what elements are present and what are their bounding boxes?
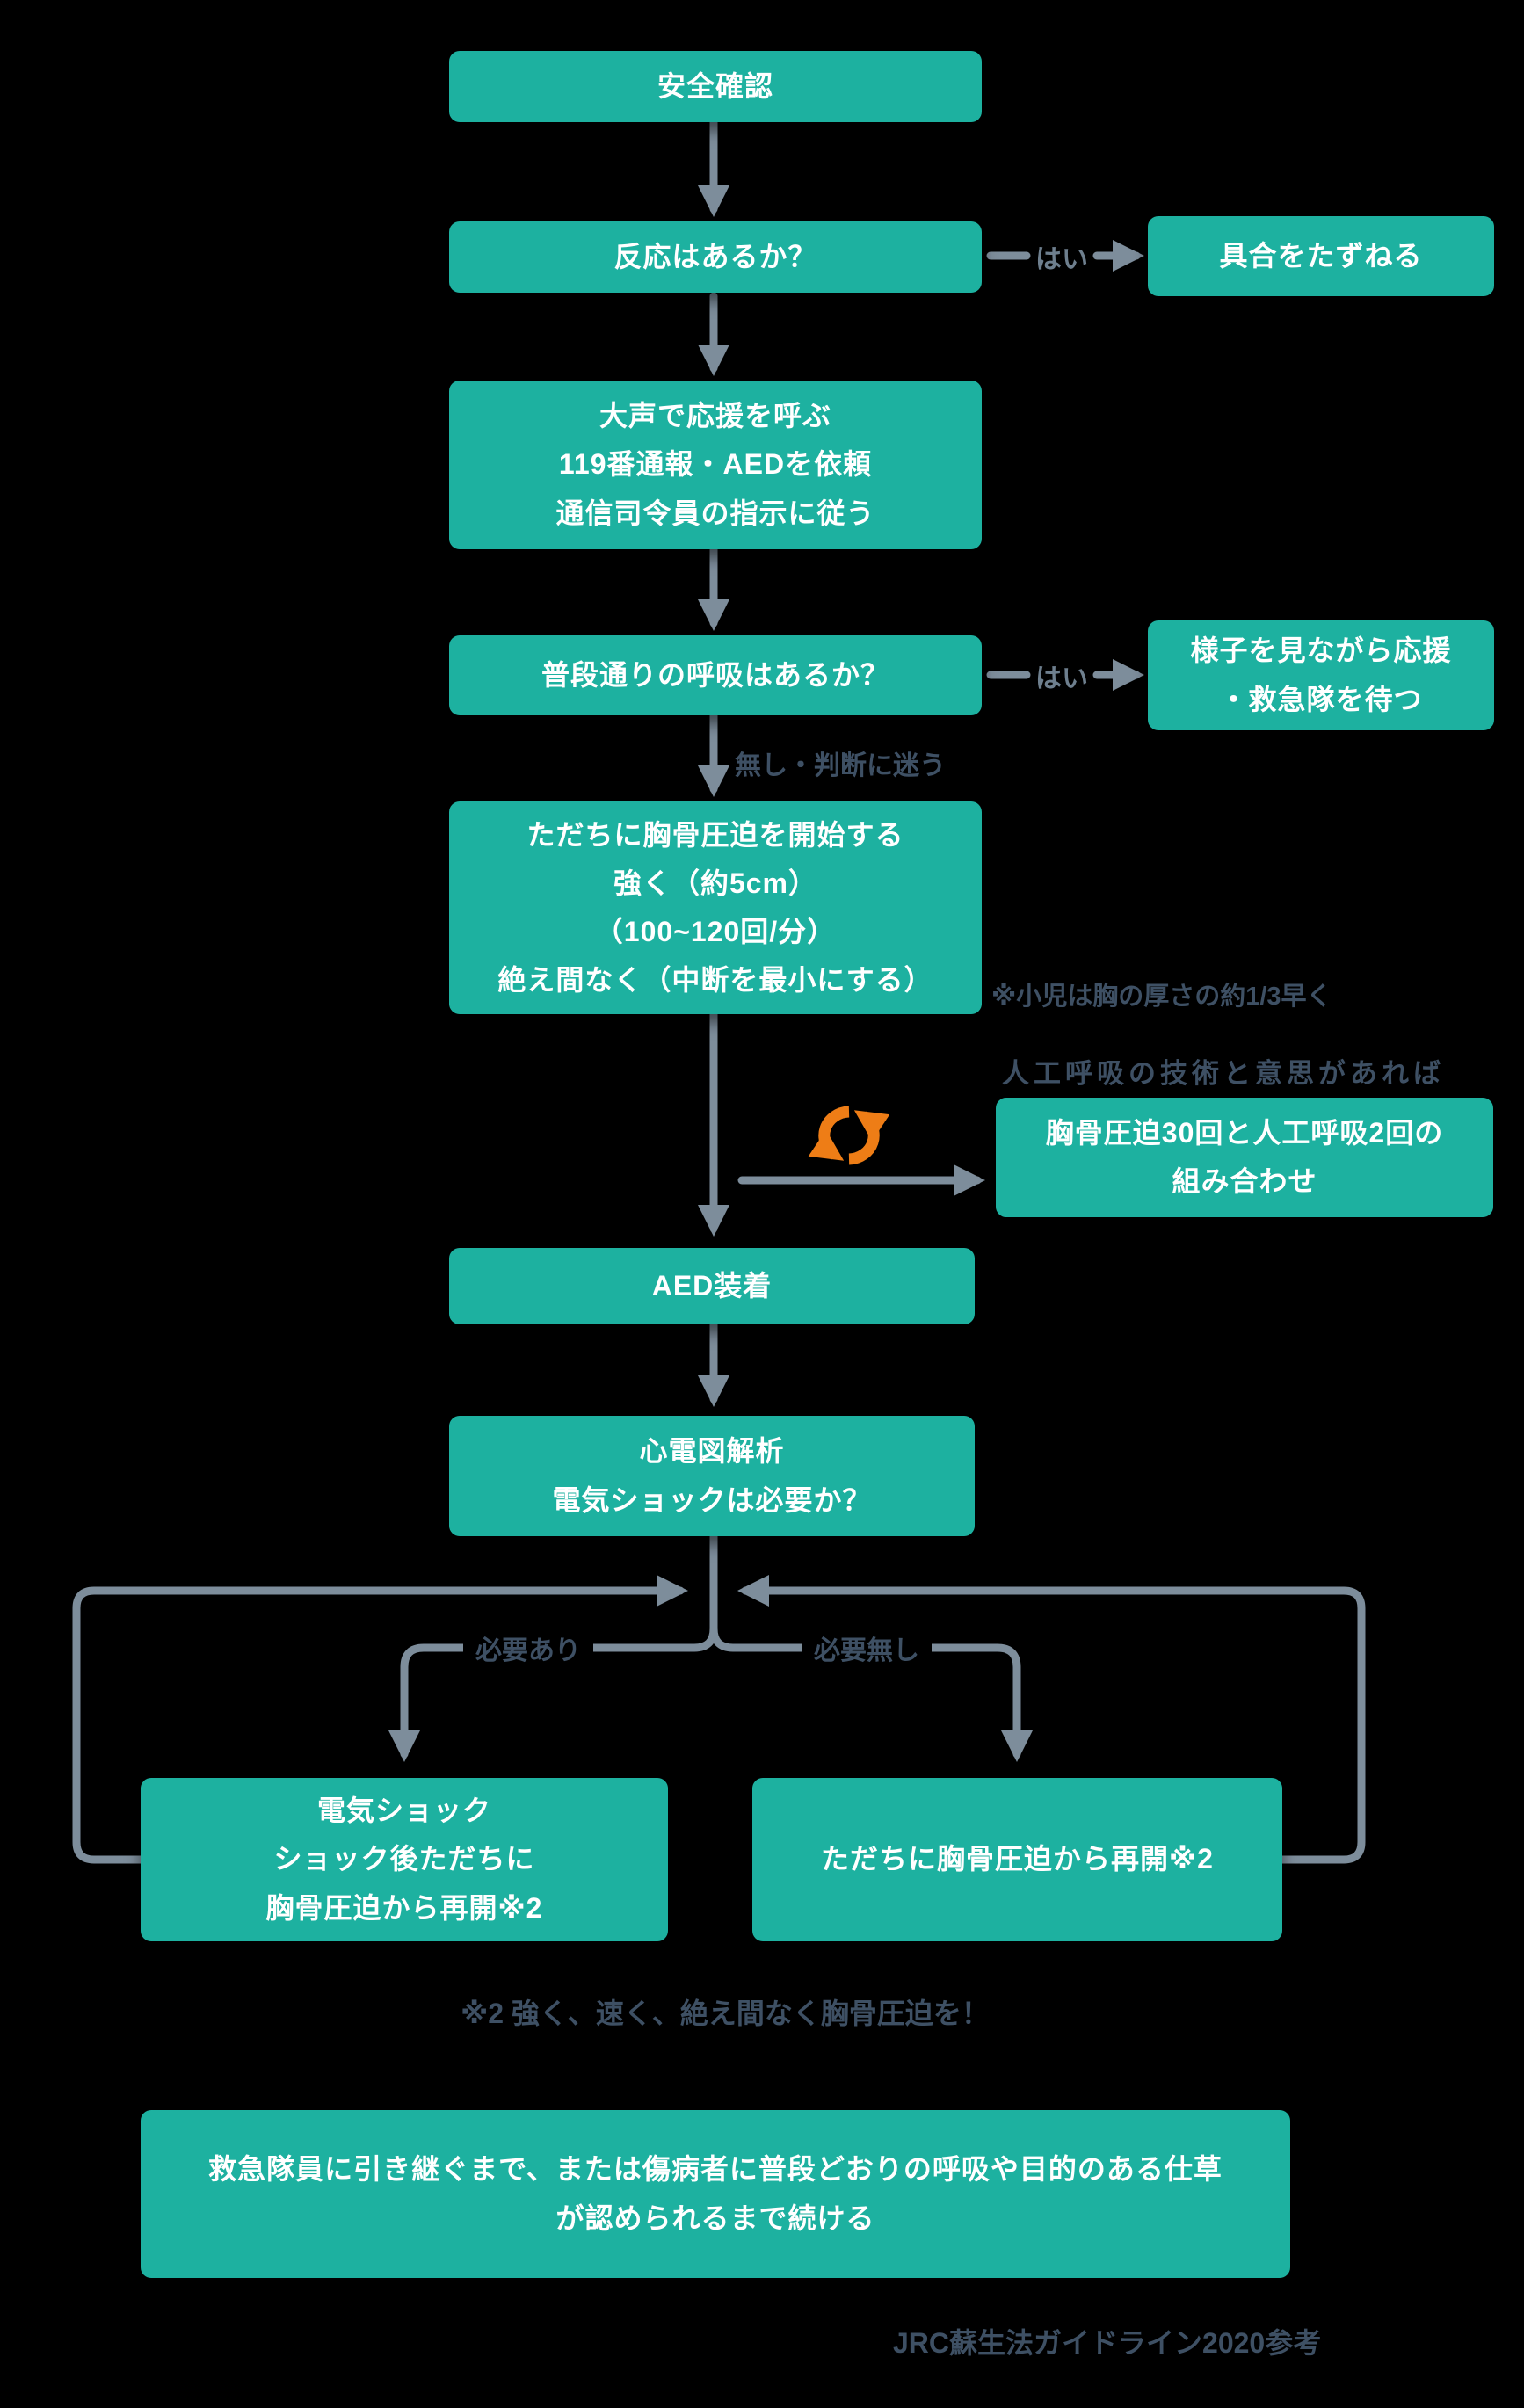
label-source-guideline: JRC蘇生法ガイドライン2020参考	[893, 2327, 1322, 2359]
node-safety-check: 安全確認	[449, 51, 982, 122]
repeat-cycle-icon	[808, 1106, 890, 1165]
node-continue-until-ems: 救急隊員に引き継ぐまで、または傷病者に普段どおりの呼吸や目的のある仕草 が認めら…	[141, 2110, 1290, 2278]
node-compression-breath-combo: 胸骨圧迫30回と人工呼吸2回の 組み合わせ	[996, 1098, 1493, 1217]
node-breathing-check: 普段通りの呼吸はあるか？	[449, 635, 982, 715]
cycle-arc-bottom	[808, 1106, 850, 1161]
label-no-or-unsure: 無し・判断に迷う	[735, 751, 946, 780]
label-note2: ※2 強く、速く、絶え間なく胸骨圧迫を！	[461, 1998, 990, 2029]
node-resume-compressions: ただちに胸骨圧迫から再開※2	[752, 1778, 1282, 1941]
label-yes-breathing: はい	[1035, 664, 1088, 693]
loop-resume-back-to-analysis	[737, 1575, 1366, 1864]
node-ask-condition: 具合をたずねる	[1148, 216, 1494, 296]
node-attach-aed: AED装着	[449, 1248, 975, 1324]
node-watch-and-wait: 様子を見ながら応援 ・救急隊を待つ	[1148, 620, 1494, 730]
label-shock-needed: 必要あり	[463, 1628, 593, 1667]
node-call-for-help: 大声で応援を呼ぶ 119番通報・AEDを依頼 通信司令員の指示に従う	[449, 381, 982, 549]
loop-shock-back-to-analysis	[72, 1575, 688, 1864]
node-start-chest-compressions: ただちに胸骨圧迫を開始する 強く（約5cm） （100~120回/分） 絶え間な…	[449, 801, 982, 1014]
label-child-note: ※小児は胸の厚さの約1/3早く	[991, 983, 1332, 1011]
label-rescue-breath-note: 人工呼吸の技術と意思があれば	[1002, 1058, 1445, 1089]
node-electric-shock: 電気ショック ショック後ただちに 胸骨圧迫から再開※2	[141, 1778, 668, 1941]
label-shock-not-needed: 必要無し	[802, 1628, 932, 1667]
cycle-arc-top	[848, 1110, 890, 1165]
label-yes-response: はい	[1035, 245, 1088, 274]
node-response-check: 反応はあるか？	[449, 221, 982, 293]
node-ecg-analysis: 心電図解析 電気ショックは必要か？	[449, 1416, 975, 1536]
